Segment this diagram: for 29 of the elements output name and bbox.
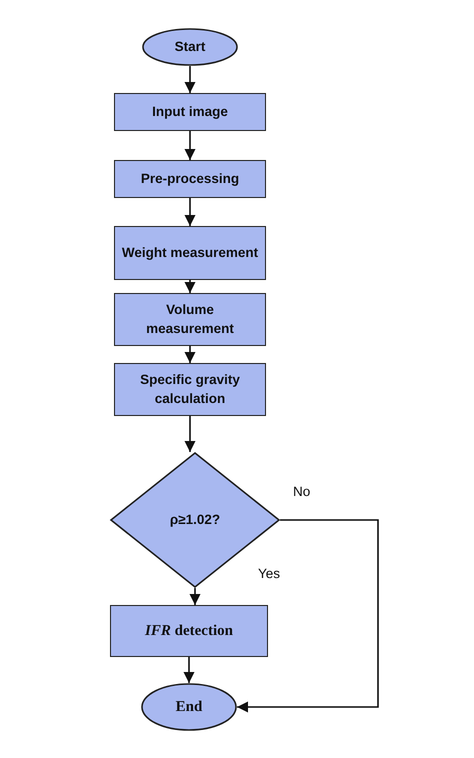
process-box: [114, 160, 266, 198]
arrow: [184, 346, 196, 363]
arrow: [237, 519, 379, 713]
node-text: ρ≥1.02?: [170, 510, 220, 529]
edge-label: Yes: [257, 566, 282, 581]
node-text: Pre-processing: [140, 170, 240, 188]
arrow: [184, 131, 196, 160]
node-text: End: [176, 698, 202, 717]
terminal-oval: [141, 683, 237, 731]
process-box: [110, 605, 268, 657]
decision-diamond: [110, 452, 280, 588]
arrow: [184, 280, 196, 293]
process-box: [114, 226, 266, 280]
node-text: Weight measurement: [122, 244, 258, 262]
node-text: Start: [174, 38, 206, 56]
node-text: Volume measurement: [145, 301, 235, 338]
arrow: [189, 588, 201, 605]
arrow: [184, 198, 196, 226]
process-box: [114, 363, 266, 416]
edge-label: No: [292, 484, 312, 499]
node-text: Specific gravity calculation: [139, 371, 241, 408]
terminal-oval: [142, 28, 238, 66]
node-text: Input image: [152, 102, 228, 121]
process-box: [114, 93, 266, 131]
node-text: IFR detection: [145, 622, 233, 641]
arrow: [184, 416, 196, 452]
process-box: [114, 293, 266, 346]
arrow: [183, 657, 195, 683]
arrow: [184, 66, 196, 93]
